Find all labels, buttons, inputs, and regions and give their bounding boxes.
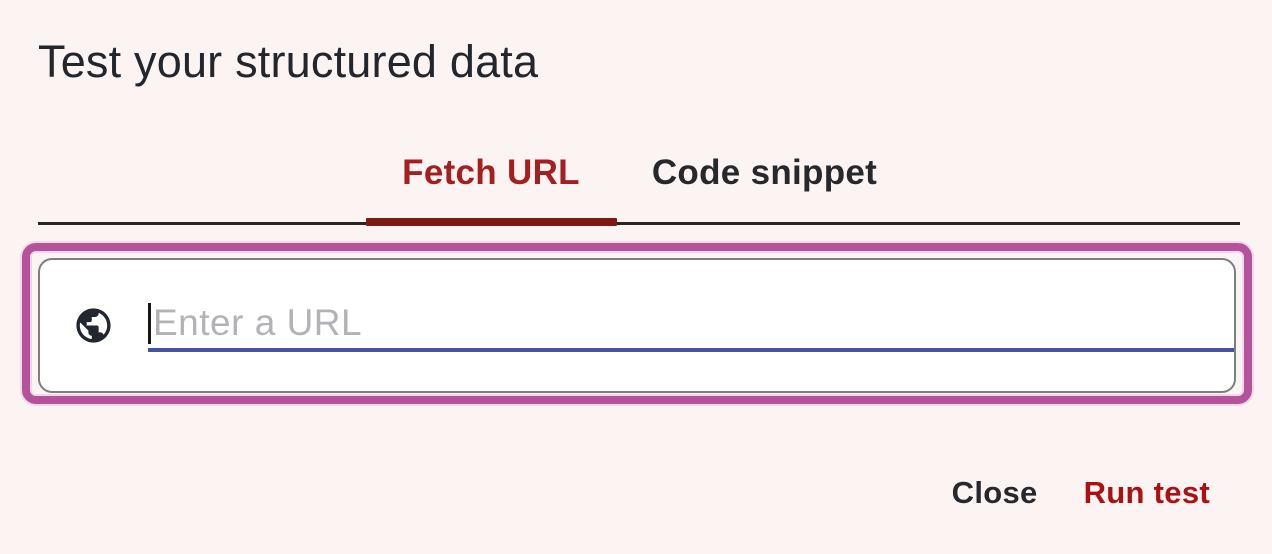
- tab-code-snippet-label: Code snippet: [651, 153, 878, 192]
- globe-icon: [76, 308, 111, 343]
- url-field-underline-wrap: [148, 298, 1234, 352]
- tab-code-snippet[interactable]: Code snippet: [617, 150, 913, 226]
- tab-fetch-url[interactable]: Fetch URL: [365, 150, 617, 226]
- close-button[interactable]: Close: [951, 475, 1038, 510]
- tab-list: Fetch URL Code snippet: [38, 150, 1240, 226]
- active-tab-indicator: [365, 218, 617, 226]
- page-title: Test your structured data: [38, 36, 539, 87]
- tab-fetch-url-label: Fetch URL: [402, 153, 580, 192]
- tab-divider-line: [38, 222, 1240, 225]
- url-input-card: [38, 258, 1236, 393]
- url-input[interactable]: [148, 298, 1234, 348]
- text-caret: [148, 303, 151, 344]
- run-test-button[interactable]: Run test: [1083, 475, 1210, 510]
- dialog-actions: Close Run test: [952, 474, 1210, 512]
- tab-bar: Fetch URL Code snippet: [38, 150, 1240, 226]
